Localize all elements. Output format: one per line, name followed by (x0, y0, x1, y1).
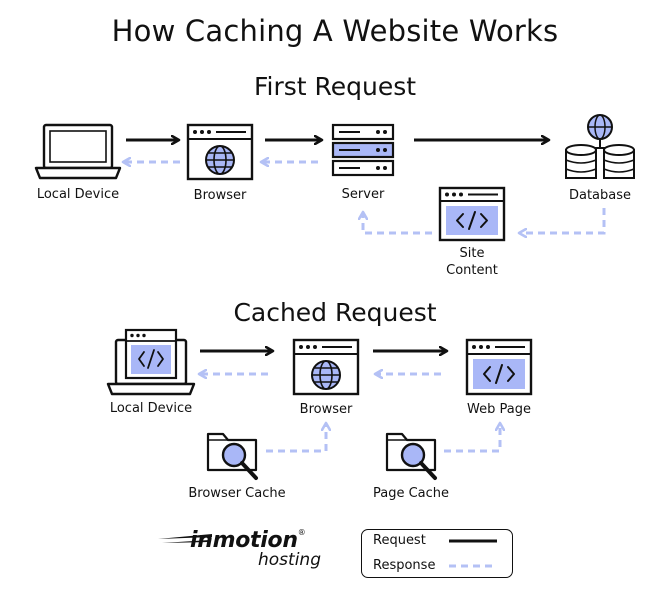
response-arrow (266, 424, 326, 453)
browser-cache-folder-icon (206, 432, 258, 480)
logo-hosting: hosting (258, 550, 321, 570)
label-local-device: Local Device (36, 187, 120, 202)
label-browser-cached: Browser (299, 402, 353, 417)
label-site-content-line1: Site (459, 246, 485, 261)
section-title-first-request: First Request (253, 72, 417, 101)
label-browser: Browser (193, 188, 247, 203)
label-page-cache: Page Cache (372, 486, 450, 501)
inmotion-logo-swoosh (158, 534, 212, 543)
logo-registered-mark: ® (297, 528, 306, 537)
inmotion-logo: inmotion® (190, 528, 306, 553)
site-content-icon (438, 186, 506, 242)
page-cache-folder-icon (385, 432, 437, 480)
response-arrow (363, 213, 432, 235)
globe-icon (205, 145, 235, 175)
label-site-content-line2: Content (446, 263, 498, 278)
label-database: Database (568, 188, 632, 203)
section-title-cached-request: Cached Request (233, 298, 437, 327)
label-browser-cache: Browser Cache (188, 486, 286, 501)
response-arrow (520, 208, 606, 233)
legend-request-label: Request (373, 533, 426, 548)
response-arrow (444, 424, 500, 453)
label-server: Server (341, 187, 385, 202)
laptop-icon (106, 328, 196, 396)
legend (361, 529, 513, 578)
web-page-icon (465, 338, 533, 396)
logo-name: inmotion (190, 528, 298, 553)
label-local-device-cached: Local Device (109, 401, 193, 416)
server-icon (331, 123, 395, 177)
legend-response-label: Response (373, 558, 436, 573)
database-icon (565, 114, 635, 179)
laptop-icon (34, 123, 122, 180)
label-web-page: Web Page (467, 402, 531, 417)
page-title: How Caching A Website Works (111, 14, 559, 48)
globe-icon (311, 360, 341, 390)
